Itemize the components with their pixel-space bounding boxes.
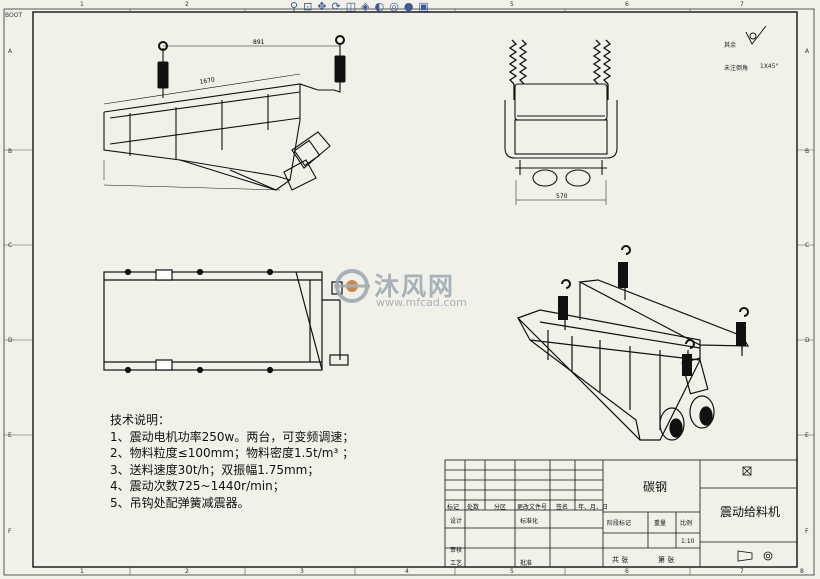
scene-icon[interactable]: ▣ bbox=[418, 0, 429, 13]
header-date: 年、月、日 bbox=[578, 504, 609, 511]
front-springs bbox=[508, 39, 612, 100]
note-item: 2、物料粒度≤100mm；物料密度1.5t/m³ ； bbox=[110, 446, 355, 460]
notes-title: 技术说明： bbox=[110, 413, 171, 427]
note-item: 5、吊钩处配弹簧减震器。 bbox=[110, 495, 250, 510]
header-change-no: 更改文件号 bbox=[517, 504, 548, 511]
bottom-mark-2: 2 bbox=[185, 568, 189, 575]
dim-side-slope: 1670 bbox=[199, 76, 215, 86]
isometric-view bbox=[516, 268, 750, 441]
dim-side-top: 891 bbox=[253, 39, 265, 46]
bottom-mark-8: 8 bbox=[800, 568, 804, 575]
side-view bbox=[103, 44, 341, 191]
top-mark-2: 2 bbox=[185, 1, 189, 8]
header-count: 处数 bbox=[467, 504, 480, 511]
right-mark-c: C bbox=[805, 242, 810, 249]
view-toolbar: ⚲ ⊡ ✥ ⟳ ◫ ◈ ◐ ◎ ● ▣ bbox=[290, 0, 429, 13]
bottom-mark-6: 6 bbox=[625, 568, 629, 575]
appearance-icon[interactable]: ● bbox=[403, 0, 414, 13]
standardize-label: 标准化 bbox=[520, 518, 539, 525]
right-mark-a: A bbox=[805, 48, 810, 55]
top-mark-5: 5 bbox=[510, 1, 514, 8]
watermark: 沐风网 www.mfcad.com bbox=[332, 267, 467, 309]
role-review: 审核 bbox=[450, 547, 463, 554]
display-style-icon[interactable]: ◐ bbox=[374, 0, 385, 13]
dim-front-width: 570 bbox=[556, 193, 568, 200]
watermark-logo-icon bbox=[334, 269, 370, 303]
role-design: 设计 bbox=[450, 518, 463, 525]
role-process: 工艺 bbox=[450, 560, 463, 567]
outer-frame bbox=[3, 8, 815, 576]
left-mark-a: A bbox=[8, 48, 13, 55]
left-mark-e: E bbox=[8, 432, 12, 439]
hide-show-icon[interactable]: ◎ bbox=[389, 0, 399, 13]
side-hook-springs bbox=[157, 35, 346, 89]
left-mark-b: B bbox=[8, 148, 13, 155]
other-label: 其余 bbox=[724, 42, 737, 49]
right-mark-f: F bbox=[805, 528, 809, 535]
rotate-icon[interactable]: ⟳ bbox=[331, 0, 341, 13]
zone-ticks bbox=[4, 9, 814, 575]
header-sign: 签名 bbox=[556, 504, 569, 511]
right-mark-b: B bbox=[805, 148, 810, 155]
surface-finish-symbol bbox=[745, 25, 767, 45]
bottom-mark-1: 1 bbox=[80, 568, 84, 575]
material-value: 碳钢 bbox=[643, 480, 668, 494]
right-mark-e: E bbox=[805, 432, 809, 439]
note-item: 3、送料速度30t/h；双振幅1.75mm； bbox=[110, 462, 320, 477]
watermark-brand: 沐风网 bbox=[374, 272, 456, 301]
stage-label: 阶段标记 bbox=[607, 520, 632, 527]
sheet-number: 第 张 bbox=[658, 556, 675, 564]
bottom-mark-3: 3 bbox=[300, 568, 304, 575]
header-mark: 标记 bbox=[447, 504, 460, 511]
view-orient-icon[interactable]: ◈ bbox=[361, 0, 370, 13]
section-icon[interactable]: ◫ bbox=[345, 0, 357, 13]
bottom-mark-7: 7 bbox=[740, 568, 744, 575]
chamfer-value: 1X45° bbox=[760, 63, 779, 70]
scale-label: 比例 bbox=[680, 520, 693, 527]
bottom-mark-4: 4 bbox=[405, 568, 409, 575]
weight-label: 重量 bbox=[654, 520, 667, 527]
top-mark-7: 7 bbox=[740, 1, 744, 8]
scale-value: 1:10 bbox=[681, 538, 695, 545]
top-mark-1: 1 bbox=[80, 1, 84, 8]
watermark-url: www.mfcad.com bbox=[376, 296, 467, 309]
sheet-total: 共 张 bbox=[612, 556, 629, 564]
top-mark-6: 6 bbox=[625, 1, 629, 8]
zoom-icon[interactable]: ⚲ bbox=[290, 0, 299, 13]
left-mark-d: D bbox=[8, 337, 13, 344]
left-mark-c: C bbox=[8, 242, 13, 249]
chamfer-label: 未注倒角 bbox=[724, 65, 749, 72]
zoom-area-icon[interactable]: ⊡ bbox=[303, 0, 313, 13]
pan-icon[interactable]: ✥ bbox=[317, 0, 327, 13]
right-mark-d: D bbox=[805, 337, 810, 344]
top-view bbox=[103, 268, 349, 374]
iso-hooks bbox=[558, 245, 749, 376]
note-item: 1、震动电机功率250w。两台，可变频调速； bbox=[110, 429, 355, 444]
title-block bbox=[444, 459, 798, 568]
approve-label: 批准 bbox=[520, 560, 533, 567]
bottom-mark-5: 5 bbox=[510, 568, 514, 575]
front-view bbox=[504, 83, 618, 205]
note-item: 4、震动次数725~1440r/min； bbox=[110, 479, 285, 493]
corner-label: BOOT bbox=[5, 12, 23, 19]
header-zone: 分区 bbox=[494, 504, 507, 511]
drawing-title: 震动给料机 bbox=[720, 505, 781, 519]
technical-notes: 技术说明： 1、震动电机功率250w。两台，可变频调速； 2、物料粒度≤100m… bbox=[110, 412, 354, 511]
left-mark-f: F bbox=[8, 528, 12, 535]
